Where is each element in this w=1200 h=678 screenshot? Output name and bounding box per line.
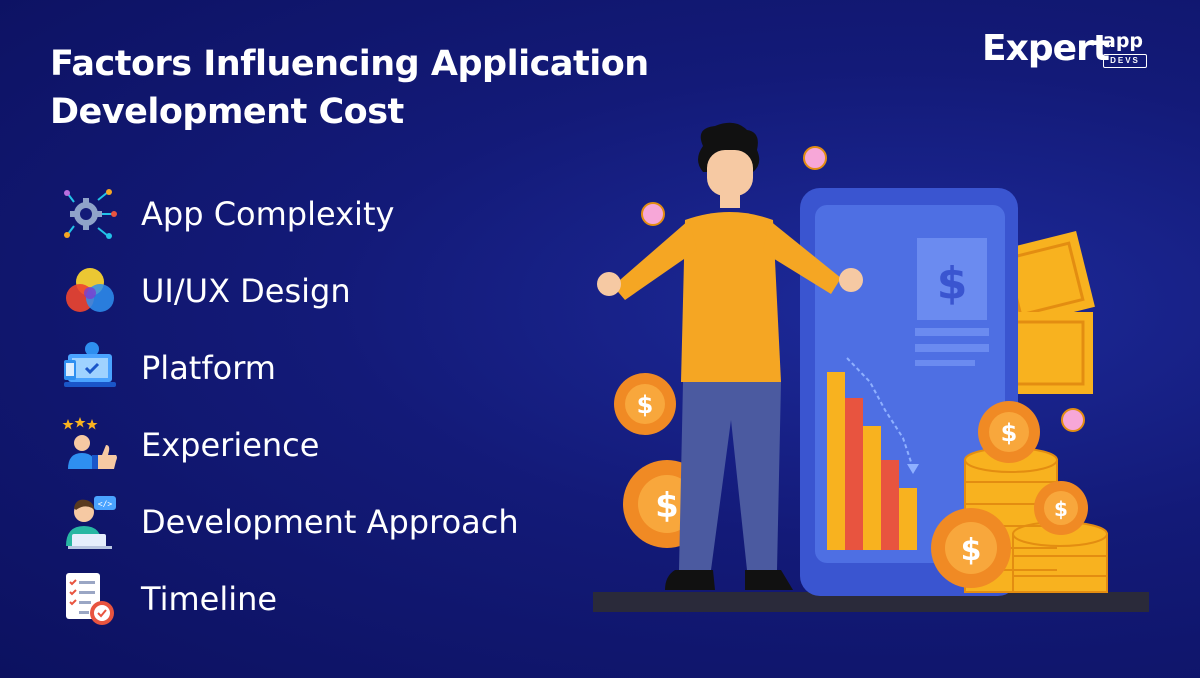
- factor-label: Experience: [141, 426, 320, 464]
- factor-development-approach: </> Development Approach: [62, 494, 582, 550]
- person-figure: [597, 122, 863, 590]
- svg-text:$: $: [637, 391, 654, 419]
- factor-label: Timeline: [141, 580, 278, 618]
- developer-icon: </>: [66, 496, 116, 549]
- money-bills: [994, 231, 1095, 394]
- factor-timeline: Timeline: [62, 571, 582, 627]
- thumbs-up-rating-icon: [62, 417, 117, 469]
- factor-experience: Experience: [62, 417, 582, 473]
- factor-label: Development Approach: [141, 503, 519, 541]
- title-line-2: Development Cost: [50, 92, 404, 132]
- page-title: Factors Influencing Application Developm…: [50, 40, 750, 136]
- factor-ui-ux-design: UI/UX Design: [62, 263, 582, 319]
- svg-text:$: $: [655, 486, 679, 526]
- floor-shadow: [593, 592, 1149, 612]
- factor-label: Platform: [141, 349, 276, 387]
- svg-text:$: $: [1054, 497, 1068, 521]
- cost-illustration: $ $ $: [593, 122, 1149, 612]
- title-line-1: Factors Influencing Application: [50, 44, 649, 84]
- devices-icon: [64, 342, 116, 387]
- coin-1: $: [614, 373, 676, 435]
- factor-label: App Complexity: [141, 195, 395, 233]
- logo-devs-text: DEVS: [1103, 54, 1147, 68]
- factor-label: UI/UX Design: [141, 272, 351, 310]
- phone-graphic: $: [800, 188, 1018, 596]
- svg-text:$: $: [1001, 419, 1018, 447]
- svg-text:$: $: [961, 533, 982, 568]
- declining-bars: [827, 372, 917, 550]
- checklist-clock-icon: [66, 573, 114, 625]
- decorative-rings: [641, 146, 1085, 432]
- coin-5: $: [931, 508, 1011, 588]
- logo-wordmark: Expert: [982, 28, 1110, 69]
- expertappdevs-logo: Expert app DEVS: [982, 28, 1162, 78]
- logo-app-text: app: [1103, 30, 1144, 52]
- circuit-gear-icon: [64, 189, 117, 239]
- coin-4: $: [1034, 481, 1088, 535]
- coin-3: $: [978, 401, 1040, 463]
- svg-text:</>: </>: [98, 500, 113, 509]
- factor-platform: Platform: [62, 340, 582, 396]
- factor-app-complexity: App Complexity: [62, 186, 582, 242]
- phone-dollar-sign: $: [937, 258, 968, 309]
- color-circles-icon: [66, 268, 114, 312]
